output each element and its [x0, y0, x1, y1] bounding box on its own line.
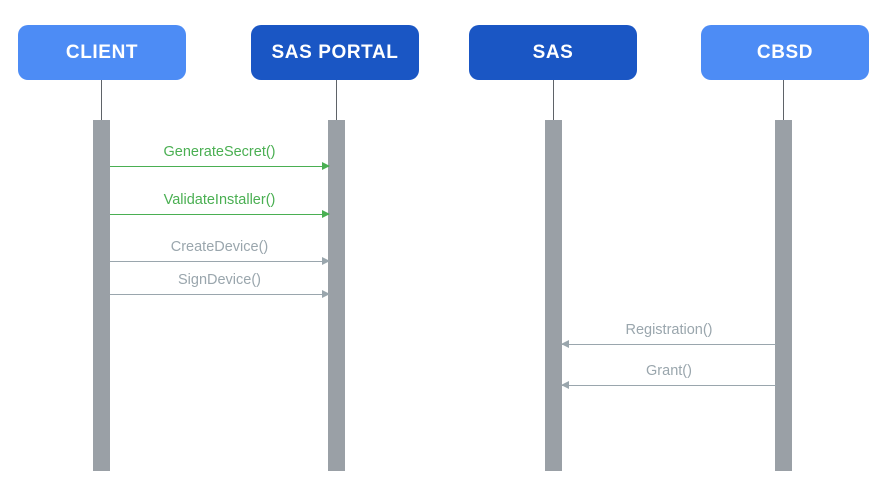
arrowhead-right-icon-validate-installer: [322, 210, 330, 218]
lifeline-sas-portal: [336, 80, 337, 120]
participant-box-client[interactable]: CLIENT: [18, 25, 186, 80]
participant-label-sas: SAS: [532, 41, 574, 63]
arrowhead-left-icon-registration: [561, 340, 569, 348]
arrowhead-right-icon-generate-secret: [322, 162, 330, 170]
message-label-registration: Registration(): [625, 322, 713, 338]
message-line-grant: [562, 385, 776, 386]
message-label-sign-device: SignDevice(): [178, 272, 261, 288]
participant-box-sas[interactable]: SAS: [469, 25, 637, 80]
message-label-create-device: CreateDevice(): [170, 239, 269, 255]
message-line-generate-secret: [110, 166, 329, 167]
activation-bar-client: [93, 120, 110, 471]
participant-box-sas-portal[interactable]: SAS PORTAL: [251, 25, 419, 80]
message-line-sign-device: [110, 294, 329, 295]
message-line-validate-installer: [110, 214, 329, 215]
participant-label-client: CLIENT: [65, 41, 139, 63]
participant-box-cbsd[interactable]: CBSD: [701, 25, 869, 80]
activation-bar-sas-portal: [328, 120, 345, 471]
activation-bar-cbsd: [775, 120, 792, 471]
message-label-validate-installer: ValidateInstaller(): [163, 192, 276, 208]
arrowhead-left-icon-grant: [561, 381, 569, 389]
message-line-registration: [562, 344, 776, 345]
arrowhead-right-icon-create-device: [322, 257, 330, 265]
lifeline-client: [101, 80, 102, 120]
arrowhead-right-icon-sign-device: [322, 290, 330, 298]
message-line-create-device: [110, 261, 329, 262]
participant-label-sas-portal: SAS PORTAL: [271, 41, 399, 63]
lifeline-sas: [553, 80, 554, 120]
message-label-generate-secret: GenerateSecret(): [163, 144, 276, 160]
activation-bar-sas: [545, 120, 562, 471]
participant-label-cbsd: CBSD: [756, 41, 814, 63]
lifeline-cbsd: [783, 80, 784, 120]
message-label-grant: Grant(): [646, 363, 692, 379]
